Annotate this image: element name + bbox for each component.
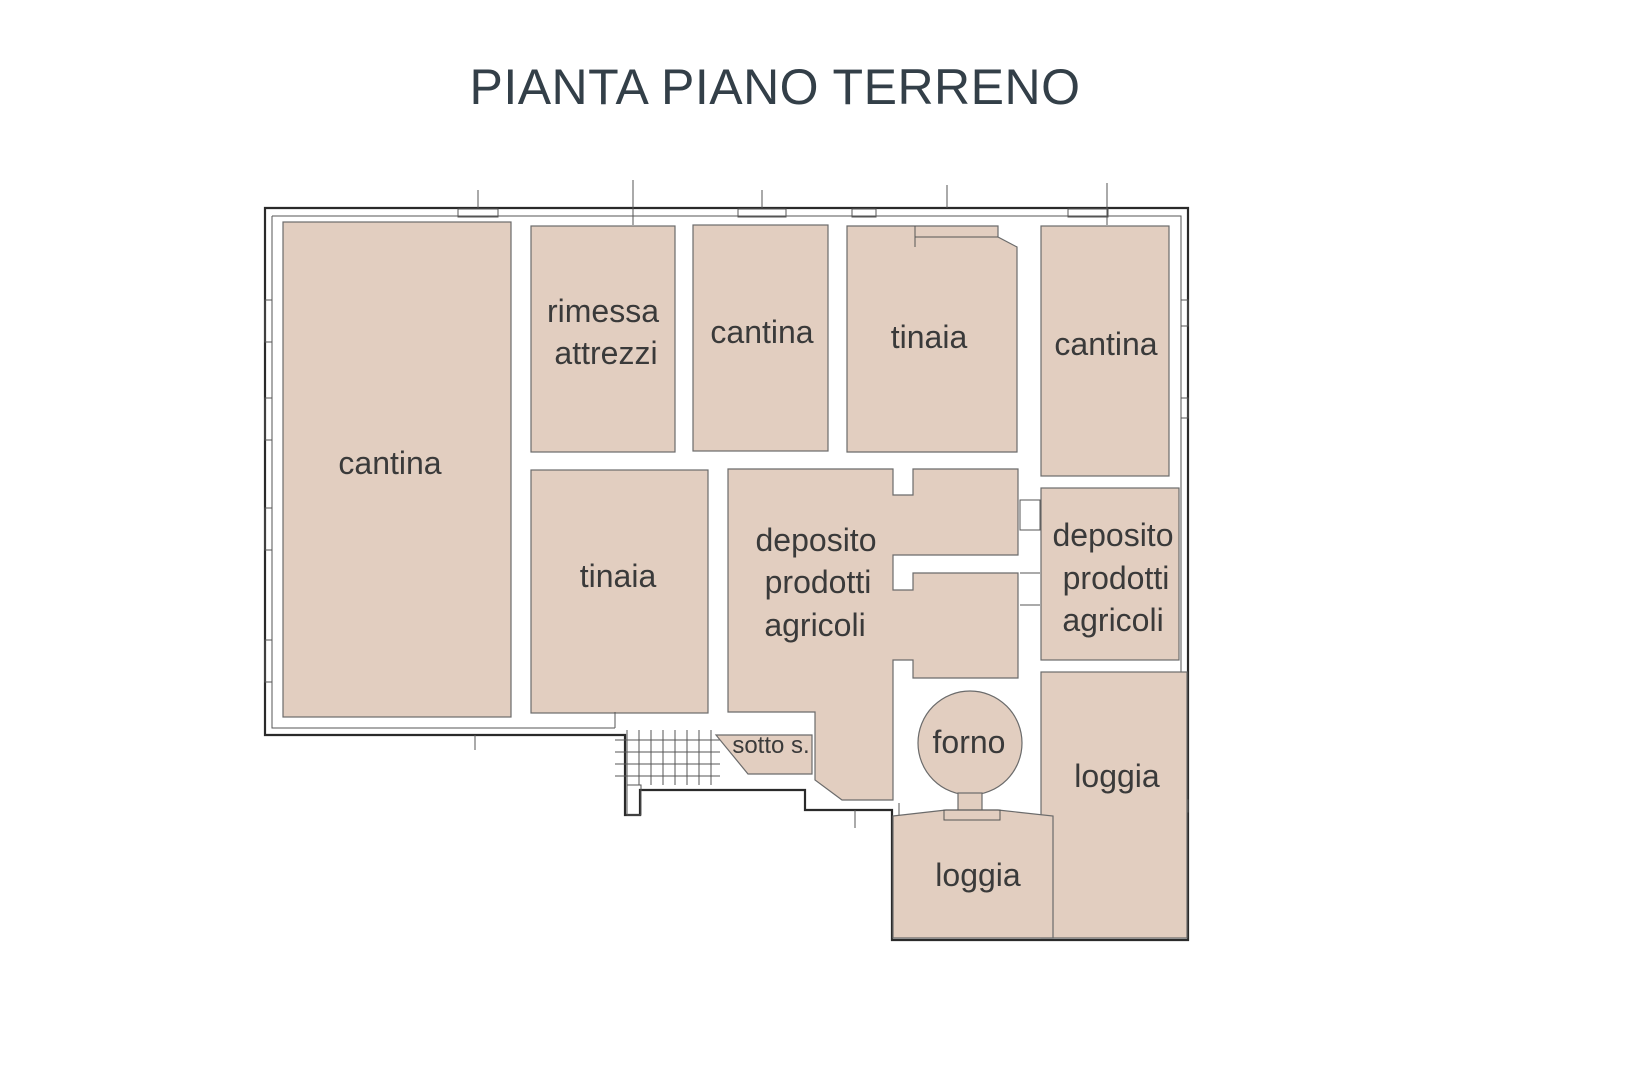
label-deposito-center-line1: deposito [756,522,877,558]
room-loggia-right [1040,671,1188,939]
label-forno: forno [933,724,1006,760]
room-cantina-middle [692,224,829,452]
label-deposito-right-line2: prodotti [1063,560,1170,596]
label-cantina-right: cantina [1054,326,1157,362]
label-tinaia-top: tinaia [891,319,968,355]
label-tinaia-lower: tinaia [580,558,657,594]
label-deposito-right-line3: agricoli [1062,602,1163,638]
forno-neck [957,792,983,812]
label-deposito-center-line2: prodotti [765,564,872,600]
label-loggia-right: loggia [1074,758,1160,794]
room-tinaia-top [846,225,1018,453]
room-deposito-center [727,468,1019,801]
label-rimessa-line2: attrezzi [554,335,657,371]
label-sotto-scala: sotto s. [732,732,809,759]
room-sotto-scala [714,734,813,775]
label-loggia-bottom: loggia [935,857,1021,893]
floor-plan: cantina rimessa attrezzi cantina tinaia … [263,180,1190,942]
label-cantina-big: cantina [338,445,441,481]
page-title: PIANTA PIANO TERRENO [469,59,1081,115]
label-rimessa-line1: rimessa [547,293,659,329]
room-tinaia-lower [530,469,709,714]
label-cantina-middle: cantina [710,314,813,350]
room-deposito-right [1040,487,1180,661]
room-cantina-right [1040,225,1170,477]
staircase [615,730,720,816]
room-rimessa-attrezzi [530,225,676,453]
label-deposito-center-line3: agricoli [764,607,865,643]
label-deposito-right-line1: deposito [1053,517,1174,553]
room-cantina-big [282,221,512,718]
